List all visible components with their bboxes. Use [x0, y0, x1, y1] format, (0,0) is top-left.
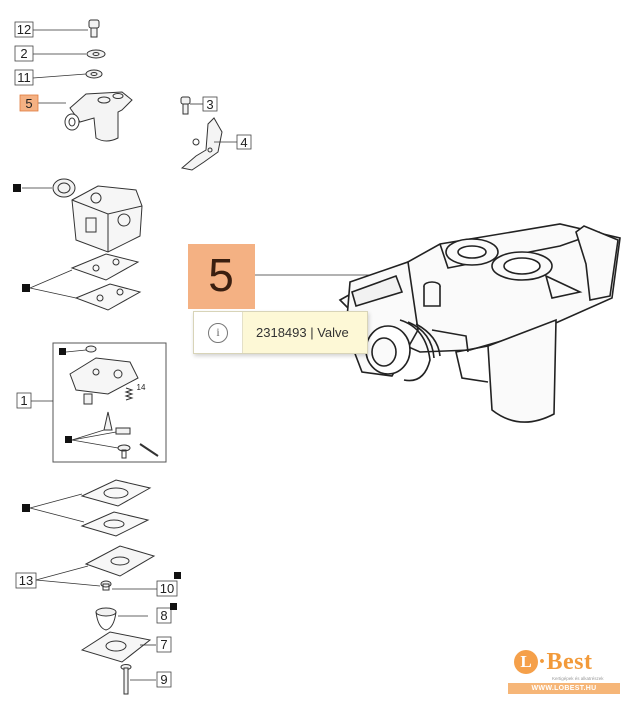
part-8-primer-bulb[interactable] [95, 607, 117, 631]
kit-1-needle[interactable] [103, 411, 131, 435]
marker-square [174, 572, 181, 579]
part-7-primer-cover[interactable] [80, 631, 152, 663]
part-3-screw[interactable] [180, 96, 191, 115]
callout-14[interactable]: 14 [137, 383, 146, 392]
logo-brand: ·Best [538, 649, 593, 675]
pump-cover[interactable] [84, 545, 156, 577]
callout-9[interactable]: 9 [160, 672, 167, 687]
logo-tagline: Kertigépek és alkatrészek [552, 676, 604, 681]
part-5-valve-small[interactable] [64, 91, 133, 142]
valve-5-detail-drawing[interactable] [338, 223, 621, 423]
kit-1-spring[interactable] [124, 387, 134, 401]
tooltip-icon-cell: i [194, 312, 243, 353]
seal-ring[interactable] [52, 178, 76, 198]
kit-1-frame [52, 342, 167, 463]
marker-square [22, 284, 30, 292]
info-icon[interactable]: i [208, 322, 228, 343]
gasket-pair-lower[interactable] [80, 479, 152, 537]
part-9-screw[interactable] [120, 664, 132, 695]
callout-5-highlight[interactable] [19, 94, 39, 112]
kit-1-cover[interactable] [69, 357, 139, 405]
carburetor-body[interactable] [71, 185, 143, 253]
part-12-screw[interactable] [88, 19, 100, 38]
callout-7[interactable]: 7 [160, 637, 167, 652]
part-11-ring[interactable] [85, 69, 103, 79]
detail-number: 5 [208, 249, 234, 301]
lobest-logo: L ·Best Kertigépek és alkatrészek WWW.LO… [508, 645, 620, 695]
kit-1-seal[interactable] [85, 345, 97, 353]
part-10-valve[interactable] [100, 580, 112, 591]
logo-mark: L [514, 650, 538, 674]
part-4-bracket[interactable] [180, 117, 223, 171]
tooltip-text: 2318493 | Valve [256, 325, 349, 340]
detail-5-highlight[interactable] [188, 244, 255, 309]
callout-2[interactable]: 2 [20, 46, 27, 61]
callout-13[interactable]: 13 [19, 573, 33, 588]
part-2-washer[interactable] [86, 49, 106, 59]
marker-square [59, 348, 66, 355]
callout-4[interactable]: 4 [240, 135, 247, 150]
marker-square [13, 184, 21, 192]
marker-square [65, 436, 72, 443]
kit-1-screw[interactable] [117, 444, 131, 459]
callout-5[interactable]: 5 [25, 96, 32, 111]
part-tooltip: i 2318493 | Valve [193, 311, 368, 354]
gasket-pair-upper[interactable] [70, 253, 142, 311]
callout-1[interactable]: 1 [20, 393, 27, 408]
kit-1-pin[interactable] [139, 443, 159, 457]
callout-12[interactable]: 12 [17, 22, 31, 37]
callout-8[interactable]: 8 [160, 608, 167, 623]
callout-3[interactable]: 3 [206, 97, 213, 112]
callout-10[interactable]: 10 [160, 581, 174, 596]
marker-square [170, 603, 177, 610]
marker-square [22, 504, 30, 512]
callout-11[interactable]: 11 [17, 70, 31, 85]
logo-url: WWW.LOBEST.HU [508, 683, 620, 694]
